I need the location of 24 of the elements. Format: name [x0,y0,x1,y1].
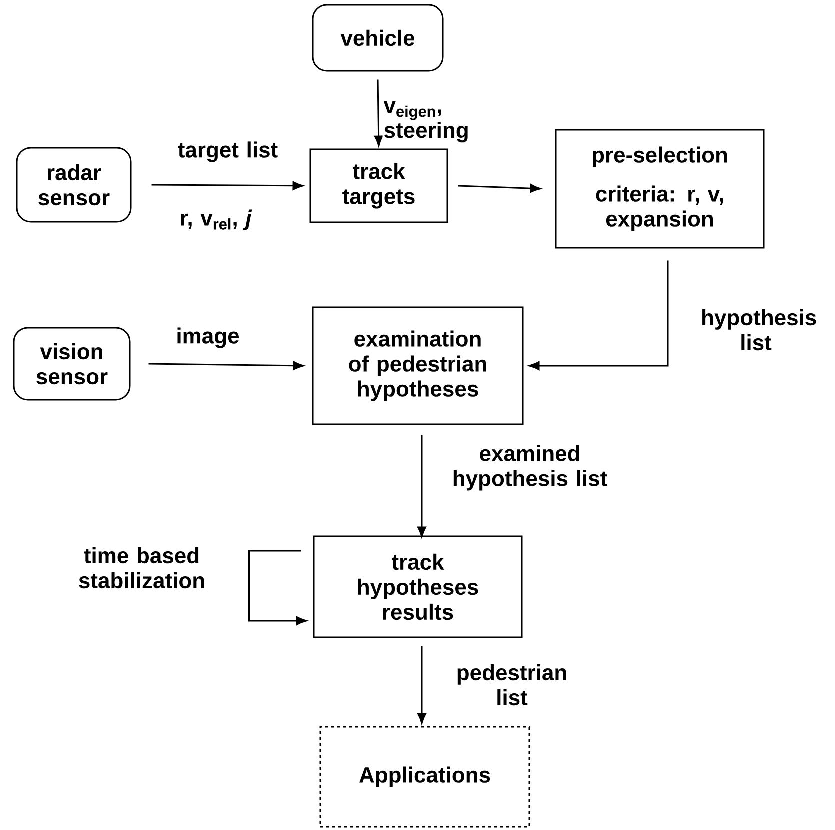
process-box: examination of pedestrian hypotheses [312,306,524,426]
edge-label: examined hypothesis list [454,445,608,491]
arrow [458,184,541,193]
terminal-box: vision sensor [13,327,131,401]
parameter-label: r, v$_{rel}$, j [181,210,252,230]
arrow [418,435,426,538]
edge-label: v$_{eigen}$, steering [384,101,468,143]
edge-label: image [178,328,240,348]
process-box: pre-selection criteria: r, v, expansion [555,129,765,249]
terminal-box: vehicle [312,4,444,72]
arrow [248,550,307,626]
edge-label: time based stabilization [79,547,204,589]
arrow [152,182,304,190]
terminal-box: radar sensor [16,147,132,223]
dashed-box: Applications [320,726,530,828]
arrow [529,260,669,370]
arrow [374,80,384,146]
process-box: track targets [310,148,448,224]
arrow [418,646,426,724]
arrow [148,361,304,370]
edge-label: hypothesis list [702,309,816,351]
process-box: track hypotheses results [313,536,523,638]
edge-label: pedestrian list [458,664,566,706]
edge-label: target list [178,142,278,162]
